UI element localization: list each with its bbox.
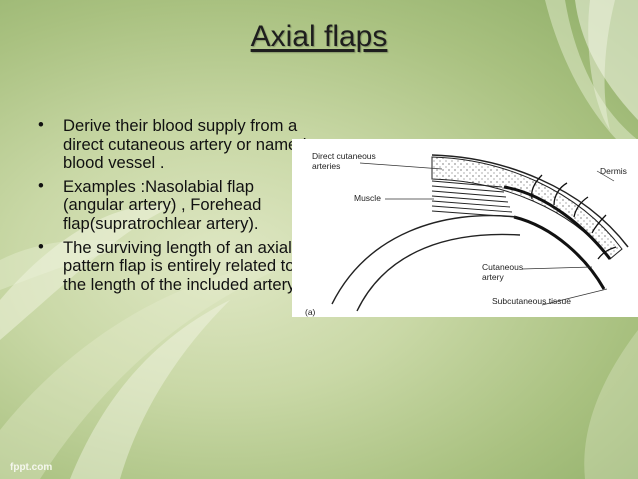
label-panel: (a) [305,307,316,317]
footer-brand: fppt.com [10,462,53,473]
bullet-glyph: • [38,115,44,134]
bullet-text: Examples :Nasolabial flap (angular arter… [63,176,262,233]
axial-flap-diagram: Direct cutaneous arteries Muscle Dermis … [292,139,638,317]
label-line: arteries [312,161,341,171]
label-cutaneous-artery: Cutaneous artery [482,262,523,282]
label-subcutaneous-tissue: Subcutaneous tissue [492,296,571,306]
label-muscle: Muscle [354,193,381,203]
bullet-item: • Derive their blood supply from a direc… [38,115,313,173]
label-dermis: Dermis [600,166,627,176]
bullet-glyph: • [38,236,44,256]
diagram-drawing [331,154,629,312]
label-line: Direct cutaneous [312,151,376,161]
label-direct-cutaneous-arteries: Direct cutaneous arteries [312,151,376,171]
bullet-glyph: • [38,175,44,195]
bullet-text: Derive their blood supply from a direct … [63,116,307,173]
bullet-item: • The surviving length of an axial patte… [38,236,313,295]
label-line: artery [482,272,504,282]
label-line: Cutaneous [482,262,524,272]
bullet-text: The surviving length of an axial pattern… [63,237,299,294]
bullet-item: • Examples :Nasolabial flap (angular art… [38,175,313,234]
slide-title: Axial flaps [250,20,388,53]
bullet-list: • Derive their blood supply from a direc… [38,115,313,299]
